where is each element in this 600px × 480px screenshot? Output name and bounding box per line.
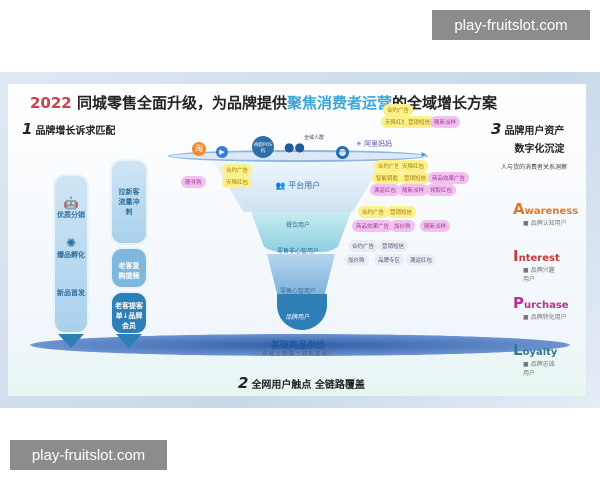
- tier-label: 零售非心智用户: [276, 248, 319, 255]
- watermark-top: play-fruitslot.com: [432, 10, 590, 40]
- touchpoint-tag: 品牌专区: [374, 254, 405, 266]
- tier-label: 品牌用户: [285, 314, 310, 321]
- touchpoint-tag: 商品效果广告: [428, 172, 470, 184]
- touchpoint-tag: 智能钥匙: [372, 172, 403, 184]
- growth-column-2: 拉新客流量冲刺 老客复购提频 老客提客单↓品牌会员: [110, 159, 148, 337]
- touchpoint-tag: 合约广告: [374, 160, 405, 172]
- col1-item: 爆品孵化: [57, 251, 85, 259]
- touchpoint-tag: 领取红包: [426, 184, 457, 196]
- title-part2: 的全域增长方案: [392, 94, 498, 112]
- touchpoint-tag: 满返红包: [406, 254, 437, 266]
- funnel-tier-3: [267, 254, 335, 294]
- aipl-item-purchase: Purchase■ 品牌转化用户: [513, 294, 569, 321]
- touchpoint-tag: 营销短信: [386, 206, 417, 218]
- alimama-logo: ✳ 阿里妈妈: [356, 140, 393, 148]
- platform-ring: [168, 150, 428, 162]
- play-icon: ▶: [216, 146, 228, 158]
- touchpoint-tag: 天降红包: [398, 160, 429, 172]
- col2-item: 老客复购提频: [110, 247, 148, 289]
- tier-label: 零售心智用户: [279, 288, 316, 295]
- crowd-label: 全域人群: [304, 135, 325, 141]
- touchpoint-tag: 随新派样: [420, 220, 451, 232]
- touchpoint-tag: 加价购: [390, 220, 415, 232]
- robot-icon: 🤖: [63, 196, 79, 210]
- watermark-bottom: play-fruitslot.com: [10, 440, 167, 470]
- funnel-tier-2: [251, 212, 351, 252]
- growth-column-1: 🤖 优质分销 ✺ 爆品孵化 新品首发: [53, 174, 89, 334]
- aipl-item-loyalty: Loyalty■ 品牌忠诚用户: [513, 341, 558, 377]
- col2-item: 拉新客流量冲刺: [110, 159, 148, 245]
- section-3-sub: 人与货的消费者关系洞察: [501, 164, 568, 171]
- base-supply: 基础商品供给: [270, 341, 325, 351]
- taobao-icon: 淘: [192, 142, 206, 156]
- touchpoint-tag: 满返红包: [370, 184, 401, 196]
- send-icon: ➤: [420, 150, 427, 159]
- touchpoint-tag: 营销短信: [404, 116, 435, 128]
- tier-label: 餐饮用户: [285, 222, 310, 229]
- title-highlight: 聚焦消费者运营: [286, 94, 392, 112]
- col2-item: 老客提客单↓品牌会员: [110, 291, 148, 335]
- pos-icon: 商超POS机: [252, 136, 274, 158]
- touchpoint-tag: 随新派样: [430, 116, 461, 128]
- down-arrow-icon: [116, 334, 142, 348]
- title-part1: 同城零售全面升级，为品牌提供: [71, 94, 287, 112]
- crowd-icon: ●●: [284, 140, 305, 154]
- aipl-item-awareness: Awareness■ 品牌认知用户: [513, 200, 579, 227]
- touchpoint-tag: 合约广告: [358, 206, 389, 218]
- down-arrow-icon: [58, 334, 84, 348]
- funnel: 👥 平台用户 餐饮用户 零售非心智用户 零售心智用户 品牌用户 基础商品供给 供…: [203, 162, 393, 362]
- touchpoint-tag: 天降红包: [222, 176, 253, 188]
- touchpoint-tag: 随新派样: [398, 184, 429, 196]
- touchpoint-tag: 合约广告: [222, 164, 253, 176]
- touchpoint-tag: 加价购: [344, 254, 369, 266]
- col1-item: 优质分销: [57, 211, 85, 219]
- base-platform: [30, 334, 570, 356]
- tier-label: 👥 平台用户: [275, 181, 321, 190]
- touchpoint-tag: 随寻购: [181, 176, 206, 188]
- base-supply-sub: 供 给 上 新 是 一 切 的 基 础 ！: [262, 351, 334, 357]
- infographic-title: 2022 同城零售全面升级，为品牌提供聚焦消费者运营的全域增长方案: [30, 92, 497, 113]
- touchpoint-tag: 营销短信: [378, 240, 409, 252]
- touchpoint-tag: 合约广告: [348, 240, 379, 252]
- gear-icon: ✺: [65, 236, 77, 250]
- title-year: 2022: [30, 94, 72, 112]
- col1-item: 新品首发: [57, 289, 85, 297]
- touchpoint-tag: 天降红包: [381, 116, 412, 128]
- touchpoint-tag: 合约广告: [383, 104, 414, 116]
- e-icon: [336, 146, 349, 159]
- aipl-item-interest: Interest■ 品牌兴趣用户: [513, 247, 560, 283]
- touchpoint-tag: 商品效果广告: [352, 220, 394, 232]
- touchpoint-tag: 营销短信: [400, 172, 431, 184]
